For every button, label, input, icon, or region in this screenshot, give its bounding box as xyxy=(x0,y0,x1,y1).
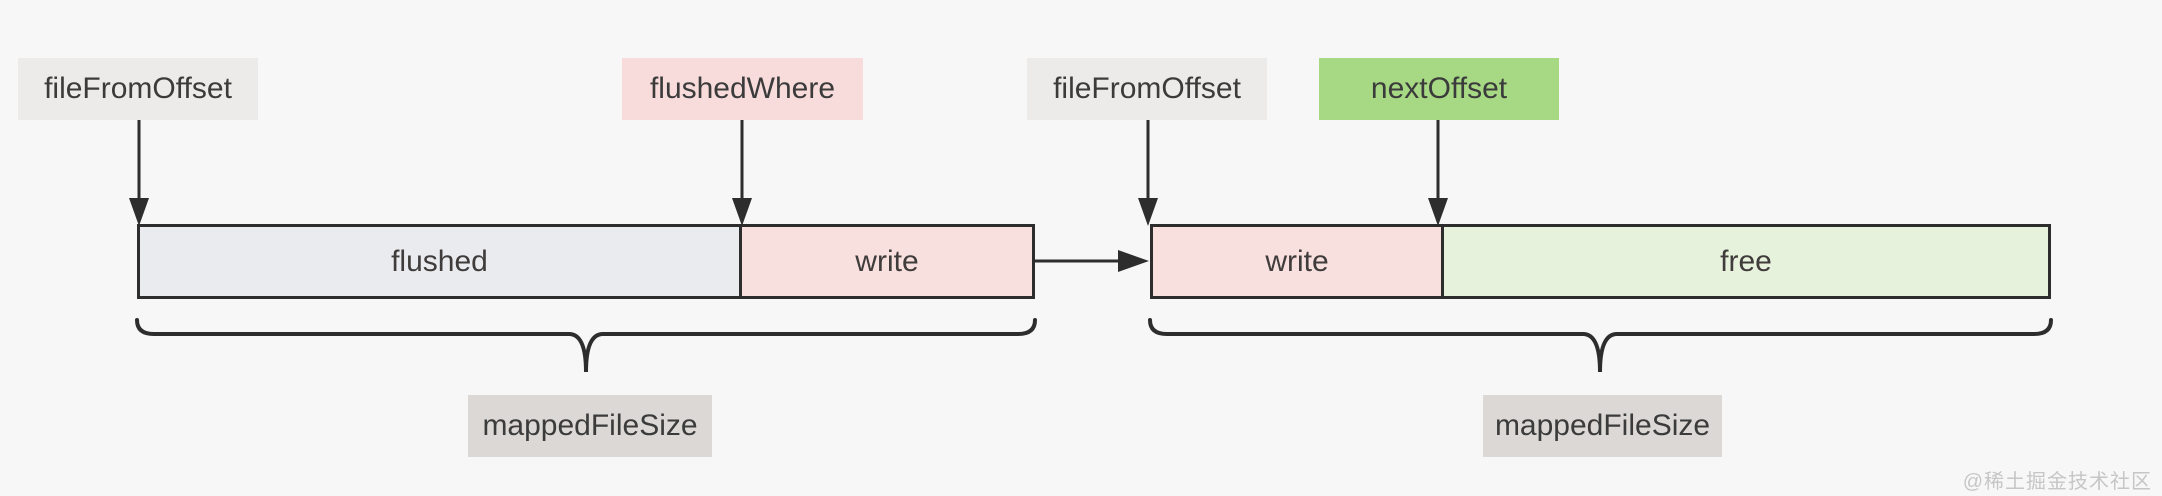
file-from-offset-right-text: fileFromOffset xyxy=(1053,72,1241,105)
file-transfer-arrow xyxy=(1035,250,1149,272)
free-segment-label: free xyxy=(1720,244,1772,278)
file-from-offset-right-label: fileFromOffset xyxy=(1027,58,1267,120)
file-from-offset-left-label: fileFromOffset xyxy=(18,58,258,120)
left-write-segment: write xyxy=(738,227,1032,296)
next-offset-text: nextOffset xyxy=(1370,72,1508,105)
file-from-offset-left-text: fileFromOffset xyxy=(44,72,232,105)
left-mapped-file-size-label: mappedFileSize xyxy=(468,395,712,457)
left-write-segment-label: write xyxy=(855,244,919,278)
free-segment: free xyxy=(1441,227,2048,296)
flushed-where-label: flushedWhere xyxy=(622,58,863,120)
right-mapped-file-size-text: mappedFileSize xyxy=(1494,409,1711,442)
next-offset-label: nextOffset xyxy=(1319,58,1559,120)
right-brace xyxy=(1148,318,2053,373)
left-mapped-file-size-text: mappedFileSize xyxy=(482,409,698,442)
right-write-segment: write xyxy=(1153,227,1442,296)
file-from-offset-left-arrow xyxy=(129,120,149,226)
right-mapped-file-size-label: mappedFileSize xyxy=(1483,395,1722,457)
flushed-segment: flushed xyxy=(140,227,739,296)
flushed-where-text: flushedWhere xyxy=(649,72,836,105)
right-write-segment-label: write xyxy=(1265,244,1329,278)
left-brace xyxy=(135,318,1037,373)
juejin-watermark: @稀土掘金技术社区 xyxy=(1962,471,2152,493)
flushed-segment-label: flushed xyxy=(391,244,488,278)
next-offset-arrow xyxy=(1428,120,1448,226)
file-from-offset-right-arrow xyxy=(1138,120,1158,226)
left-mapped-file-bar: flushed write xyxy=(137,224,1035,299)
flushed-where-arrow xyxy=(732,120,752,226)
right-mapped-file-bar: write free xyxy=(1150,224,2051,299)
